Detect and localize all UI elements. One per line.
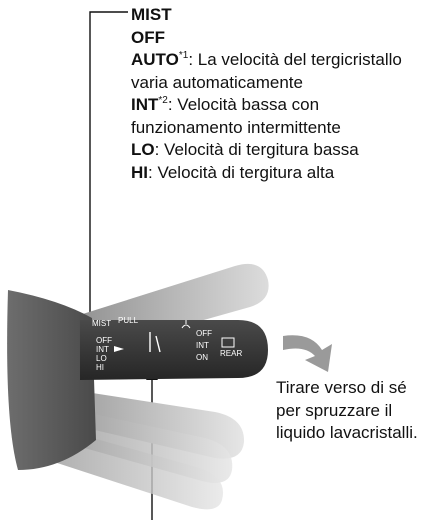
legend-mist: MIST [131,5,172,24]
direction-arrow [283,335,332,372]
legend-int: INT*2: Velocità bassa con funzionamento … [131,95,341,137]
mark-rear-off: OFF [196,329,212,338]
mark-rear: REAR [220,349,242,358]
mist-leader-line [89,11,128,340]
mark-lo: LO [96,354,107,363]
ghost-stalk-hi-position [48,426,224,510]
mark-hi: HI [96,363,104,372]
rotation-mark-2 [155,335,161,353]
washer-icon [181,320,191,329]
mark-pull: PULL [118,316,139,325]
mark-mist: MIST [92,319,111,328]
washer-instruction: Tirare verso di sé per spruzzare il liqu… [276,378,418,442]
wiper-modes-legend: MIST OFF AUTO*1: La velocità del tergicr… [131,4,421,184]
mark-rear-int: INT [196,341,209,350]
footnote-1: *1 [178,50,189,61]
legend-auto: AUTO*1: La velocità del tergicristallo v… [131,50,402,92]
legend-hi: HI: Velocità di tergitura alta [131,162,335,182]
rear-window-icon [221,337,235,348]
wiper-stalk [80,320,268,380]
position-pointer [114,346,124,352]
footnote-2: *2 [158,95,168,106]
mark-off: OFF [96,336,112,345]
steering-column-base [7,290,96,470]
mark-int: INT [96,345,109,354]
ghost-stalk-lo-position-2 [56,406,233,483]
legend-off: OFF [131,27,165,47]
legend-lo: LO: Velocità di tergitura bassa [131,140,359,159]
mark-rear-on: ON [196,353,208,362]
